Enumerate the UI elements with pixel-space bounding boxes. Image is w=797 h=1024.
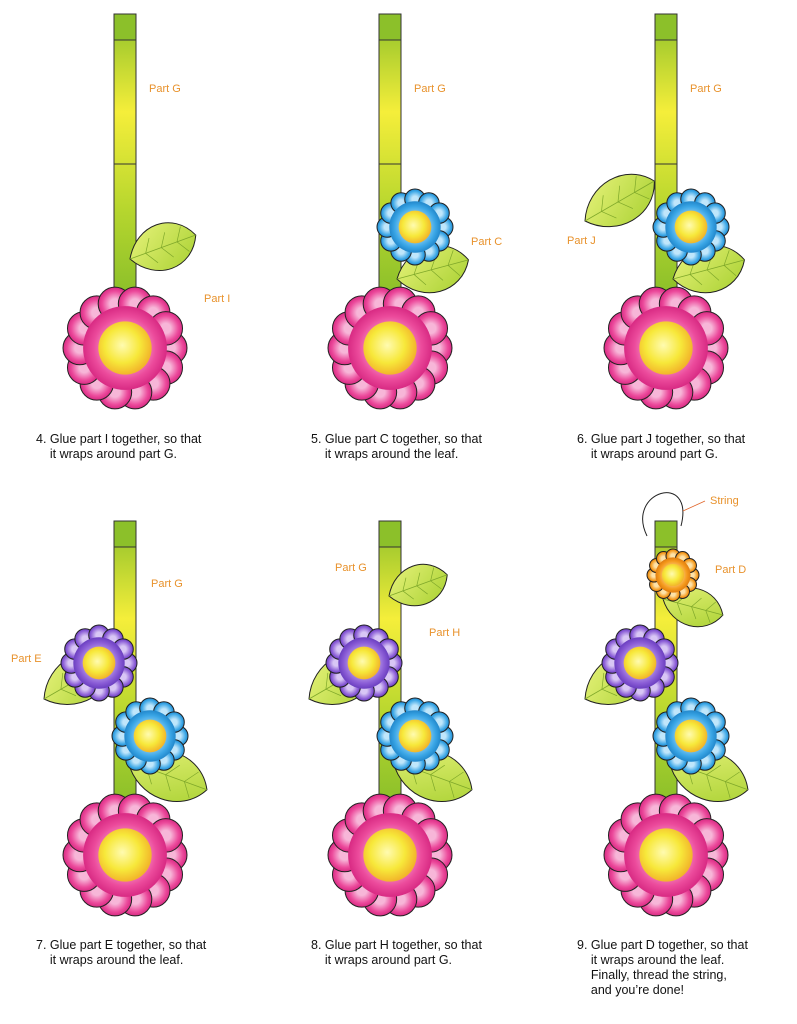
leaf-part-i bbox=[129, 222, 197, 271]
flower-center bbox=[623, 646, 657, 680]
flower-center bbox=[363, 828, 417, 882]
string-pointer bbox=[682, 500, 706, 512]
pink-flower bbox=[62, 793, 188, 917]
stem-tab bbox=[654, 520, 678, 548]
pink-flower bbox=[327, 286, 453, 410]
purple-flower-part-e bbox=[325, 624, 403, 702]
stem-tab bbox=[378, 13, 402, 41]
stem-tab bbox=[654, 13, 678, 41]
label-part-c: Part C bbox=[471, 236, 502, 248]
label-part-i: Part I bbox=[204, 293, 230, 305]
stem-part-g bbox=[113, 13, 137, 295]
flower-center bbox=[363, 321, 417, 375]
blue-flower-part-c bbox=[376, 188, 454, 266]
pink-flower bbox=[62, 286, 188, 410]
flower-center bbox=[639, 321, 693, 375]
leaf-part-h bbox=[388, 563, 448, 607]
flower-center bbox=[398, 719, 432, 753]
label-string: String bbox=[710, 495, 739, 507]
flower-center bbox=[661, 563, 685, 587]
blue-flower bbox=[111, 697, 189, 775]
pink-flower bbox=[603, 286, 729, 410]
step-caption: 6. Glue part J together, so that it wrap… bbox=[577, 432, 746, 461]
step-panel: Part G Part J bbox=[567, 13, 746, 410]
step-panel: Part G Part I bbox=[62, 13, 230, 410]
pink-flower bbox=[327, 793, 453, 917]
label-part-g: Part G bbox=[414, 83, 446, 95]
flower-center bbox=[398, 210, 432, 244]
blue-flower bbox=[652, 697, 730, 775]
purple-flower-part-e bbox=[601, 624, 679, 702]
leaf-part-j bbox=[584, 173, 655, 228]
step-caption: 7. Glue part E together, so that it wrap… bbox=[36, 938, 207, 967]
flower-center bbox=[347, 646, 381, 680]
step-caption: 4. Glue part I together, so that it wrap… bbox=[36, 432, 202, 461]
stem-tab bbox=[113, 520, 137, 548]
stem-tab bbox=[113, 13, 137, 41]
flower-center bbox=[133, 719, 167, 753]
label-part-j: Part J bbox=[567, 235, 596, 247]
blue-flower bbox=[376, 697, 454, 775]
flower-center bbox=[98, 828, 152, 882]
flower-center bbox=[98, 321, 152, 375]
purple-flower-part-e bbox=[60, 624, 138, 702]
blue-flower bbox=[652, 188, 730, 266]
label-part-h: Part H bbox=[429, 627, 460, 639]
step-panel: Part G Part C bbox=[327, 13, 502, 410]
step-panel: Part G Part E bbox=[11, 520, 208, 917]
label-part-g: Part G bbox=[690, 83, 722, 95]
label-part-e: Part E bbox=[11, 653, 42, 665]
stem-tab bbox=[378, 520, 402, 548]
step-caption: 8. Glue part H together, so that it wrap… bbox=[311, 938, 482, 967]
pink-flower bbox=[603, 793, 729, 917]
label-part-g: Part G bbox=[151, 578, 183, 590]
flower-center bbox=[674, 210, 708, 244]
step-caption: 9. Glue part D together, so that it wrap… bbox=[577, 938, 748, 997]
label-part-d: Part D bbox=[715, 564, 746, 576]
orange-flower-part-d bbox=[646, 548, 700, 602]
step-caption: 5. Glue part C together, so that it wrap… bbox=[311, 432, 482, 461]
flower-center bbox=[639, 828, 693, 882]
flower-center bbox=[674, 719, 708, 753]
step-panel: Part G Part H bbox=[308, 520, 473, 917]
flower-center bbox=[82, 646, 116, 680]
string-loop bbox=[642, 492, 684, 537]
label-part-g: Part G bbox=[149, 83, 181, 95]
label-part-g: Part G bbox=[335, 562, 367, 574]
